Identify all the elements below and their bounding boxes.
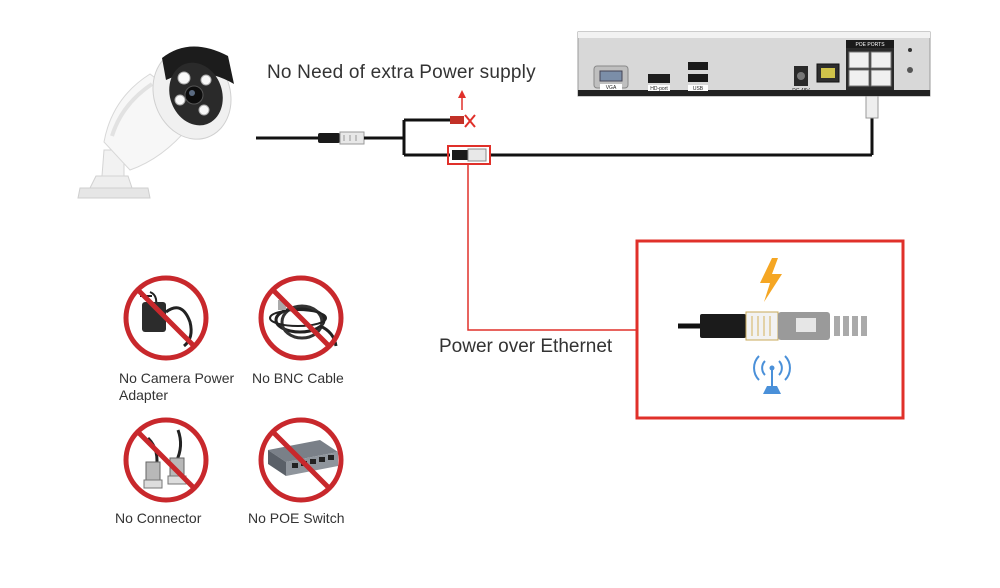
camera-icon [77, 46, 234, 199]
bnc-connector-icon [143, 429, 187, 489]
camera-cable [256, 85, 879, 157]
no-connector-label: No Connector [115, 510, 202, 526]
dc-port-label: DC 48V [792, 88, 810, 94]
bnc-cable-icon [269, 300, 338, 347]
no-adapter-label: No Camera Power Adapter [119, 370, 235, 403]
no-adapter-icon [123, 275, 209, 361]
no-poe-switch-icon [258, 417, 344, 503]
no-bnc-label: No BNC Cable [252, 370, 344, 386]
wifi-signal-icon [753, 355, 791, 394]
power-over-ethernet-label: Power over Ethernet [439, 336, 613, 357]
no-switch-label: No POE Switch [248, 510, 345, 526]
no-extra-power-label: No Need of extra Power supply [267, 62, 536, 83]
poe-ports-label: POE PORTS [855, 42, 885, 48]
poe-switch-icon [268, 440, 338, 476]
vga-port-label: VGA [606, 85, 617, 91]
ethernet-cable-plug [700, 314, 746, 338]
lightning-icon [760, 258, 782, 302]
poe-callout-box [635, 239, 905, 420]
no-bnc-cable-icon [258, 275, 344, 361]
hdmi-port-label: HD-port [650, 86, 668, 92]
no-power-mark [458, 90, 476, 128]
nvr-icon: VGA HD-port USB DC 48V POE PORTS [577, 31, 931, 97]
no-connector-icon [123, 417, 209, 503]
usb-port-label: USB [693, 86, 704, 92]
prohibited-icon [123, 275, 209, 361]
poe-connector-highlight [447, 145, 638, 331]
